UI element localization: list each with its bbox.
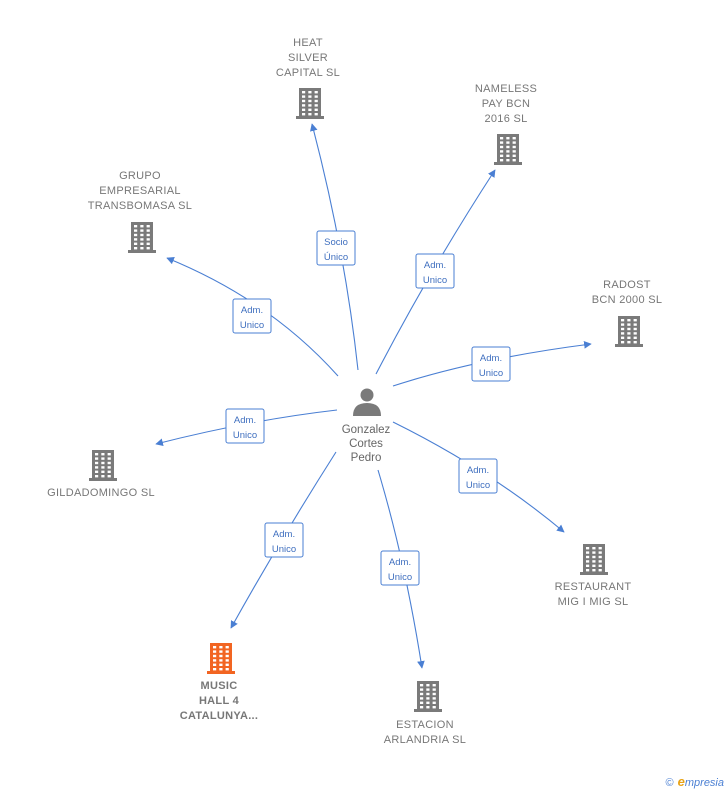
company-label[interactable]: SILVER [288, 52, 328, 64]
role-badge-box [316, 230, 356, 266]
company-label[interactable]: CAPITAL SL [276, 67, 340, 79]
role-badge-restaurant[interactable]: Adm. Unico [458, 458, 498, 494]
building-icon[interactable] [615, 316, 643, 347]
footer-brand: ©empresia [666, 774, 724, 789]
person-name[interactable]: Gonzalez [342, 424, 391, 436]
edge-music: Adm. Unico [230, 451, 337, 629]
role-text: Unico [388, 572, 412, 583]
company-label[interactable]: 2016 SL [484, 113, 527, 125]
brand-logo-e: e [677, 774, 685, 789]
company-label[interactable]: HEAT [293, 37, 323, 49]
company-node-gilda[interactable]: GILDADOMINGO SL [47, 450, 155, 499]
role-badge-gilda[interactable]: Adm. Unico [225, 408, 265, 444]
edge-estacion: Adm. Unico [377, 469, 425, 669]
role-text: Unico [466, 480, 490, 491]
role-text: Unico [233, 430, 257, 441]
edge-gilda: Adm. Unico [155, 408, 338, 447]
company-node-grupo[interactable]: GRUPO EMPRESARIAL TRANSBOMASA SL [88, 170, 192, 253]
building-icon[interactable] [296, 88, 324, 119]
company-label[interactable]: RADOST [603, 279, 651, 291]
role-badge-box [458, 458, 498, 494]
company-node-estacion[interactable]: ESTACION ARLANDRIA SL [384, 681, 466, 746]
brand-name: mpresia [684, 777, 724, 789]
role-badge-radost[interactable]: Adm. Unico [471, 346, 511, 382]
company-node-music[interactable]: MUSIC HALL 4 CATALUNYA... [180, 643, 259, 722]
building-icon[interactable] [580, 544, 608, 575]
company-node-nameless[interactable]: NAMELESS PAY BCN 2016 SL [475, 83, 537, 165]
role-badge-box [471, 346, 511, 382]
role-text: Adm. [480, 353, 502, 364]
role-badge-box [380, 550, 420, 586]
person-name[interactable]: Pedro [351, 452, 382, 464]
role-text: Único [324, 252, 348, 263]
role-badge-box [232, 298, 272, 334]
building-icon[interactable] [89, 450, 117, 481]
company-label[interactable]: MIG I MIG SL [558, 596, 629, 608]
nodes-layer: HEAT SILVER CAPITAL SL NAMELESS PAY BCN 2016 … [47, 37, 662, 746]
company-label[interactable]: BCN 2000 SL [592, 294, 663, 306]
company-label[interactable]: NAMELESS [475, 83, 537, 95]
company-node-restaurant[interactable]: RESTAURANT MIG I MIG SL [555, 544, 632, 608]
edge-restaurant: Adm. Unico [392, 421, 565, 533]
role-badge-box [264, 522, 304, 558]
person-icon[interactable] [353, 388, 381, 417]
company-label[interactable]: HALL 4 [199, 695, 240, 707]
company-label[interactable]: PAY BCN [482, 98, 531, 110]
role-text: Adm. [234, 415, 256, 426]
edge-radost: Adm. Unico [392, 341, 592, 387]
role-badge-music[interactable]: Adm. Unico [264, 522, 304, 558]
role-text: Unico [423, 275, 447, 286]
building-icon[interactable] [207, 643, 235, 674]
role-text: Unico [479, 368, 503, 379]
role-text: Unico [272, 544, 296, 555]
role-badge-estacion[interactable]: Adm. Unico [380, 550, 420, 586]
company-label[interactable]: ARLANDRIA SL [384, 734, 466, 746]
role-text: Adm. [389, 557, 411, 568]
building-icon[interactable] [128, 222, 156, 253]
role-text: Socio [324, 237, 348, 248]
company-label[interactable]: EMPRESARIAL [99, 185, 181, 197]
company-label[interactable]: TRANSBOMASA SL [88, 200, 192, 212]
company-label[interactable]: GRUPO [119, 170, 161, 182]
role-text: Adm. [241, 305, 263, 316]
building-icon[interactable] [414, 681, 442, 712]
role-text: Adm. [273, 529, 295, 540]
company-label[interactable]: GILDADOMINGO SL [47, 487, 155, 499]
role-badge-box [225, 408, 265, 444]
edge-nameless: Adm. Unico [375, 169, 496, 375]
company-label[interactable]: MUSIC [201, 680, 238, 692]
edge-grupo: Adm. Unico [166, 257, 339, 377]
role-badge-box [415, 253, 455, 289]
building-icon[interactable] [494, 134, 522, 165]
role-text: Adm. [424, 260, 446, 271]
company-node-heat[interactable]: HEAT SILVER CAPITAL SL [276, 37, 340, 119]
edges-layer: SocioÚnicoAdm.UnicoAdm.UnicoAdm.UnicoAdm… [155, 123, 592, 669]
role-text: Adm. [467, 465, 489, 476]
role-badge-nameless[interactable]: Adm. Unico [415, 253, 455, 289]
company-label[interactable]: ESTACION [396, 719, 454, 731]
role-text: Unico [240, 320, 264, 331]
copyright-symbol: © [665, 777, 674, 789]
person-name[interactable]: Cortes [349, 438, 383, 450]
company-label[interactable]: RESTAURANT [555, 581, 632, 593]
company-label[interactable]: CATALUNYA... [180, 710, 259, 722]
company-node-radost[interactable]: RADOST BCN 2000 SL [592, 279, 663, 347]
role-badge-grupo[interactable]: Adm. Unico [232, 298, 272, 334]
